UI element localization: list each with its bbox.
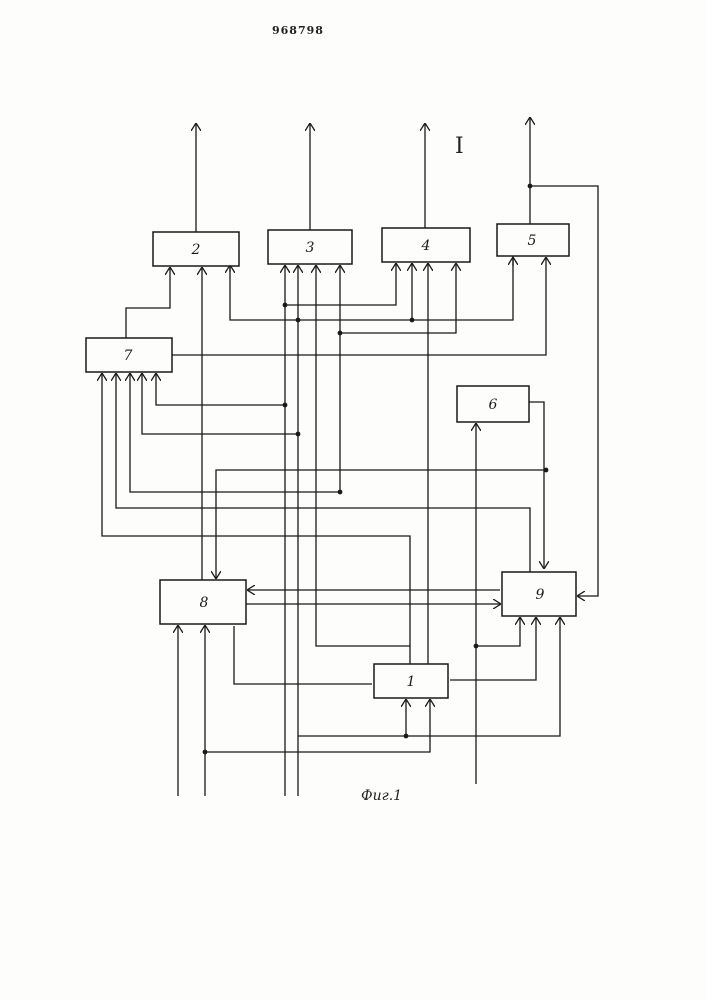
bus-320 bbox=[230, 256, 513, 320]
block-8-label: 8 bbox=[200, 595, 209, 611]
block-3-label: 3 bbox=[306, 240, 315, 256]
block-4: 4 bbox=[382, 228, 470, 262]
wire-to-7-in3 bbox=[130, 374, 340, 492]
wire-to-7-in5 bbox=[156, 374, 285, 405]
block-5: 5 bbox=[497, 224, 569, 256]
bus-333 bbox=[340, 264, 456, 333]
block-3: 3 bbox=[268, 230, 352, 264]
block-6-label: 6 bbox=[489, 397, 498, 413]
figure-caption: Фиг.1 bbox=[361, 788, 402, 804]
wire-8-to-1 bbox=[234, 626, 372, 684]
block-8: 8 bbox=[160, 580, 246, 624]
block-1-label: 1 bbox=[407, 674, 416, 690]
wire-to-8-top bbox=[216, 470, 546, 578]
wire-to-7-in4 bbox=[142, 374, 298, 434]
block-9-label: 9 bbox=[536, 587, 545, 603]
block-6: 6 bbox=[457, 386, 529, 422]
block-9: 9 bbox=[502, 572, 576, 616]
block-4-label: 4 bbox=[421, 238, 431, 254]
wire-to-7-in1 bbox=[102, 374, 410, 646]
block-2-label: 2 bbox=[191, 242, 201, 258]
block-7-label: 7 bbox=[124, 348, 133, 364]
wire-to-9-in bbox=[476, 618, 520, 646]
block-5-label: 5 bbox=[528, 233, 537, 249]
wire-7-to-5 bbox=[172, 258, 546, 355]
block-1: 1 bbox=[374, 664, 448, 698]
block-7: 7 bbox=[86, 338, 172, 372]
wire-1-to-9 bbox=[450, 618, 536, 680]
wire-7-to-2 bbox=[126, 268, 170, 338]
bus-752 bbox=[205, 700, 430, 752]
block-2: 2 bbox=[153, 232, 239, 266]
